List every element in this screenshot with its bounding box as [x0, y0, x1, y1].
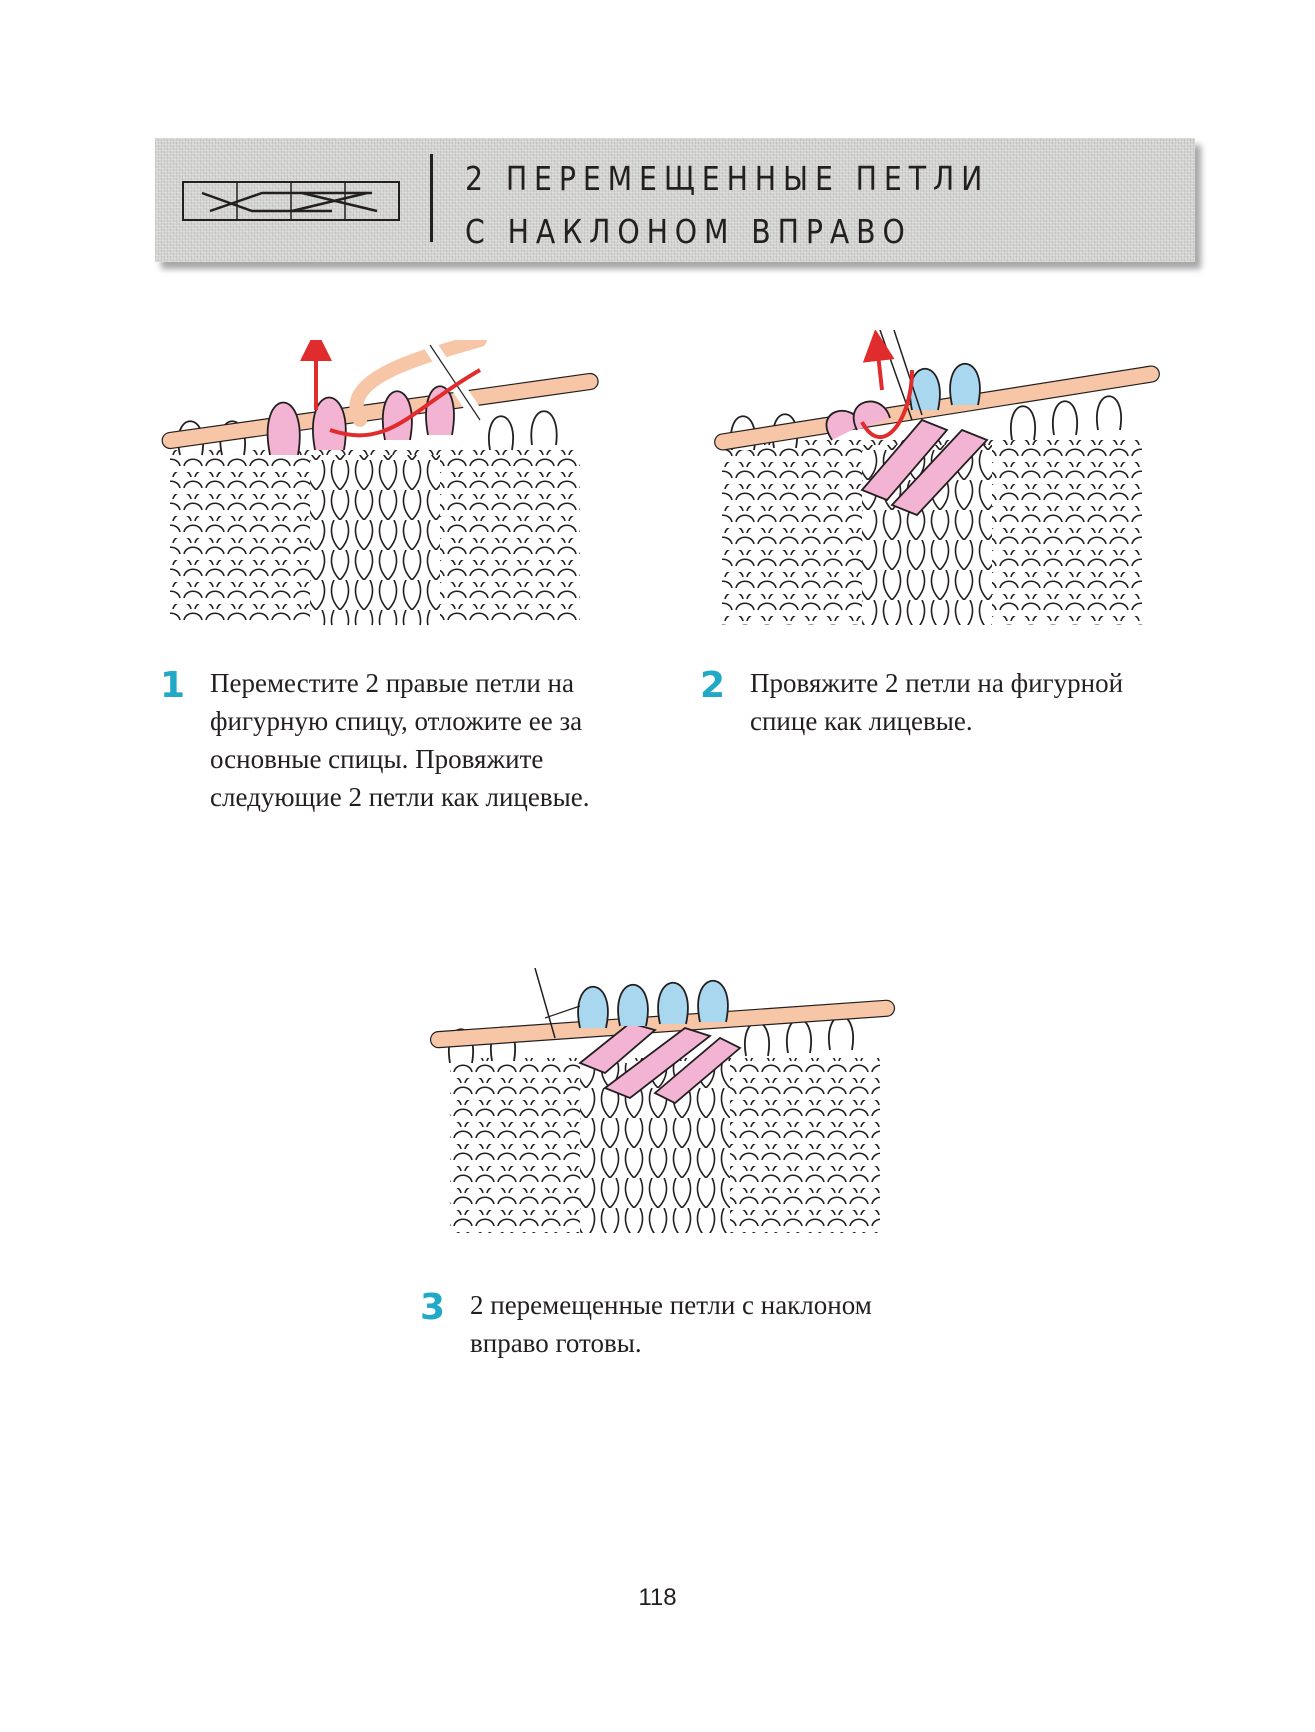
cable-chart-symbol — [182, 181, 400, 221]
header-divider — [430, 154, 433, 242]
step-1-illustration — [161, 340, 599, 625]
page-title-line-2: С НАКЛОНОМ ВПРАВО — [465, 212, 912, 251]
step-3: 3 2 перемещенные петли с наклоном вправо… — [420, 1286, 900, 1376]
step-2: 2 Провяжите 2 петли на фигурной спице ка… — [700, 664, 1180, 754]
step-1-text: Переместите 2 правые петли на фигурную с… — [210, 668, 590, 812]
step-3-text: 2 перемещенные петли с наклоном вправо г… — [470, 1290, 872, 1358]
step-1-number: 1 — [160, 665, 186, 706]
step-3-illustration — [430, 968, 896, 1233]
section-header: 2 ПЕРЕМЕЩЕННЫЕ ПЕТЛИ С НАКЛОНОМ ВПРАВО — [155, 138, 1195, 262]
page-title: 2 ПЕРЕМЕЩЕННЫЕ ПЕТЛИ С НАКЛОНОМ ВПРАВО — [465, 152, 989, 258]
page-title-line-1: 2 ПЕРЕМЕЩЕННЫЕ ПЕТЛИ — [465, 159, 990, 198]
step-1: 1 Переместите 2 правые петли на фигурную… — [160, 664, 660, 824]
step-2-text: Провяжите 2 петли на фигурной спице как … — [750, 668, 1124, 736]
step-2-number: 2 — [700, 665, 726, 706]
step-2-illustration — [714, 330, 1160, 625]
page-number: 118 — [638, 1584, 677, 1611]
step-3-number: 3 — [420, 1287, 446, 1328]
